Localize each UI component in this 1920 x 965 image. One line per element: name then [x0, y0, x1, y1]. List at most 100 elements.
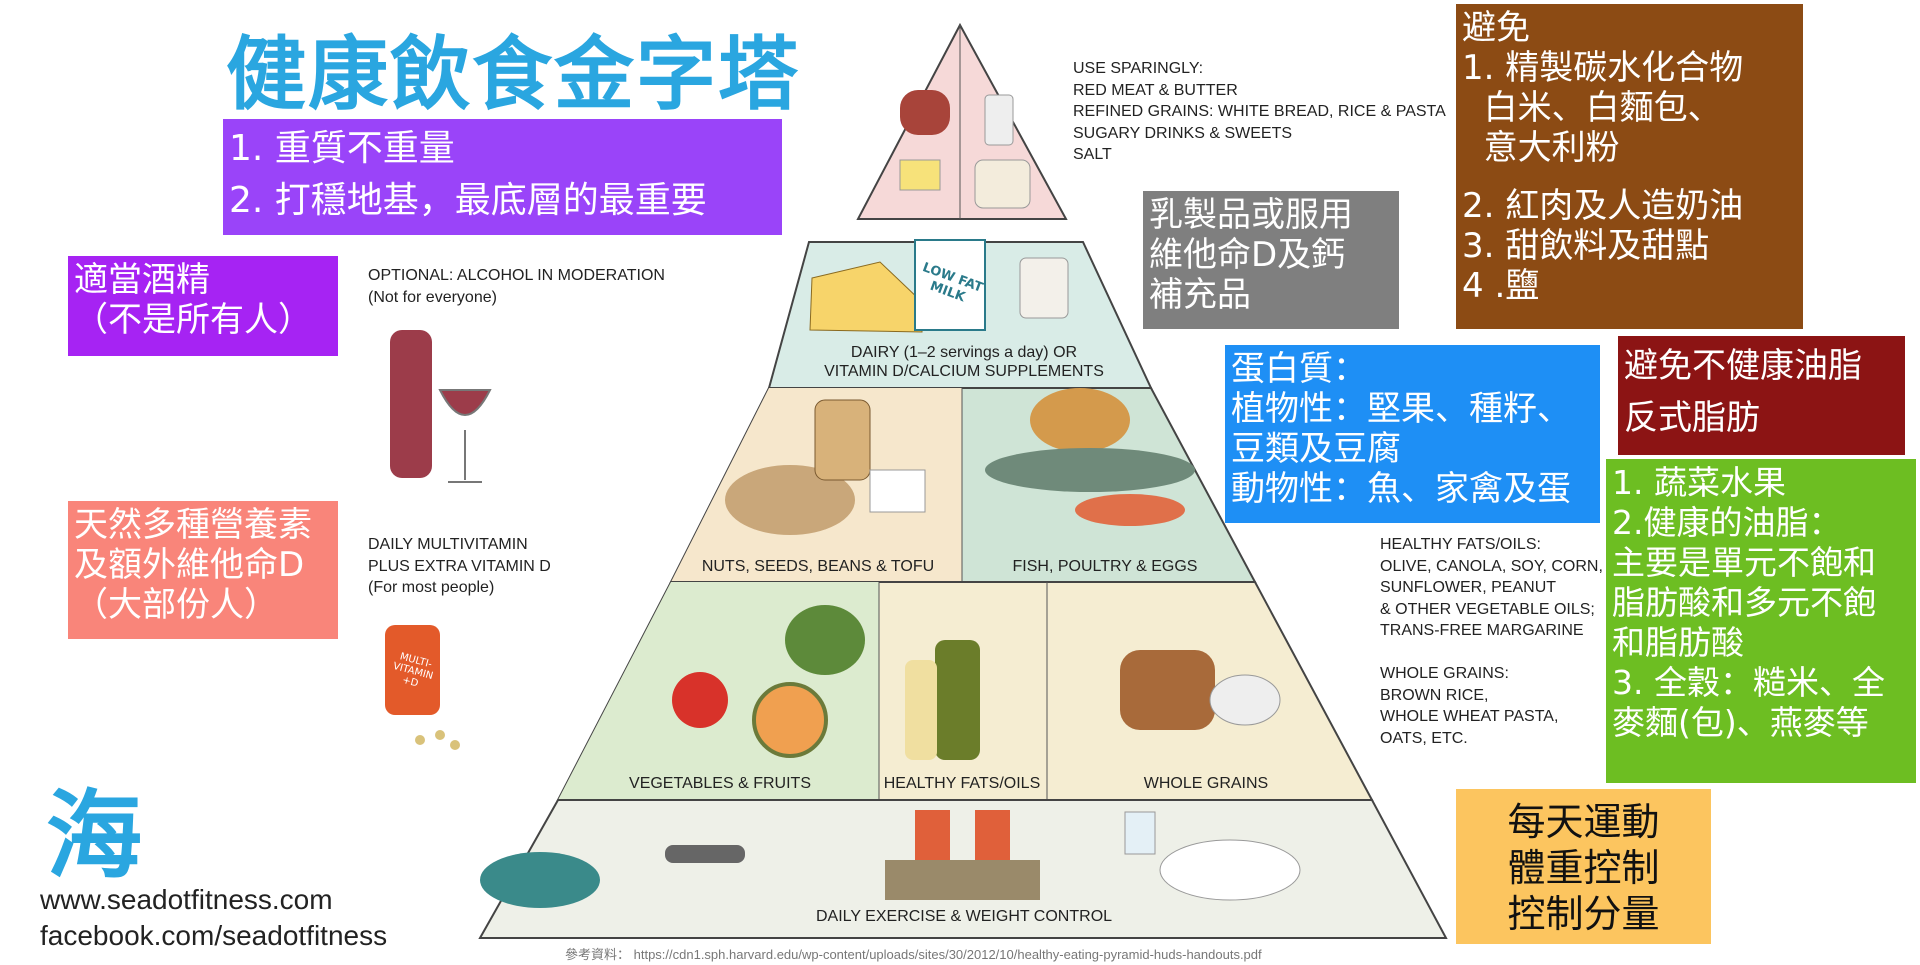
grains-tier-label: WHOLE GRAINS [1143, 775, 1269, 792]
principle-1: 1. 重質不重量 [229, 128, 455, 169]
note-line: SALT [1073, 146, 1112, 163]
website-link[interactable]: www.seadotfitness.com [40, 884, 333, 915]
unhealthy-fat-line: 反式脂肪 [1624, 398, 1760, 438]
butter-illustration [899, 159, 941, 191]
sneakers-illustration [480, 852, 600, 908]
note-line: & OTHER VEGETABLE OILS; [1380, 600, 1595, 618]
note-line: HEALTHY FATS/OILS: [1380, 536, 1541, 553]
avoid-box: 避免 1. 精製碳水化合物 白米、白麵包、 意大利粉 2. 紅肉及人造奶油 3.… [1456, 4, 1803, 329]
note-line: USE SPARINGLY: [1073, 60, 1204, 77]
protein-box-line: 蛋白質： [1231, 349, 1367, 389]
tier-label-line: VITAMIN D/CALCIUM SUPPLEMENTS [824, 363, 1104, 380]
tier-top-sparingly [856, 22, 1068, 220]
avoid-box-line: 避免 [1462, 8, 1530, 48]
chicken-illustration [1030, 388, 1130, 452]
apple-illustration [672, 672, 728, 728]
use-sparingly-note: USE SPARINGLY: RED MEAT & BUTTER REFINED… [1073, 58, 1446, 166]
avoid-box-line: 4 .鹽 [1462, 266, 1540, 306]
dairy-box-line: 維他命D及鈣 [1149, 235, 1346, 275]
veg-tier-label: VEGETABLES & FRUITS [629, 775, 811, 792]
dumbbell-illustration [665, 845, 745, 863]
principle-2: 2. 打穩地基，最底層的最重要 [229, 180, 707, 221]
exercise-tier-label: DAILY EXERCISE & WEIGHT CONTROL [815, 908, 1113, 925]
scale-illustration [885, 860, 1040, 900]
avoid-box-line: 白米、白麵包、 [1462, 88, 1722, 128]
note-line: SUGARY DRINKS & SWEETS [1073, 124, 1293, 142]
whole-grains-note: WHOLE GRAINS: BROWN RICE, WHOLE WHEAT PA… [1380, 663, 1558, 749]
note-line: BROWN RICE, [1380, 686, 1489, 704]
milk-carton-illustration [914, 239, 986, 331]
protein-box: 蛋白質： 植物性：堅果、種籽、 豆類及豆腐 動物性：魚、家禽及蛋 [1225, 345, 1600, 523]
note-line: OPTIONAL: ALCOHOL IN MODERATION [368, 267, 665, 284]
base-foods-box: 1. 蔬菜水果 2.健康的油脂： 主要是單元不飽和 脂肪酸和多元不飽 和脂肪酸 … [1606, 459, 1916, 783]
nuts-illustration [725, 465, 855, 535]
seadot-logo: 海 [46, 780, 142, 892]
vitamin-box: 天然多種營養素 及額外維他命D （大部份人） [68, 501, 338, 639]
healthy-fats-note: HEALTHY FATS/OILS: OLIVE, CANOLA, SOY, C… [1380, 534, 1603, 642]
page-title: 健康飲食金字塔 [226, 28, 800, 121]
red-meat-illustration [900, 90, 950, 135]
note-line: WHOLE GRAINS: [1380, 665, 1509, 682]
nuts-tier-label: NUTS, SEEDS, BEANS & TOFU [701, 558, 935, 575]
base-box-line: 2.健康的油脂： [1612, 503, 1842, 542]
principles-box: 1. 重質不重量 2. 打穩地基，最底層的最重要 [223, 119, 782, 235]
broccoli-illustration [785, 605, 865, 675]
unhealthy-fat-line: 避免不健康油脂 [1624, 346, 1862, 386]
melon-illustration [752, 682, 828, 758]
exercise-box-line: 每天運動 [1507, 800, 1660, 844]
oil-bottle-illustration [935, 640, 980, 760]
reference-source: 參考資料： https://cdn1.sph.harvard.edu/wp-co… [565, 947, 1262, 962]
multivitamin-note: DAILY MULTIVITAMIN PLUS EXTRA VITAMIN D … [368, 534, 551, 599]
vitamin-box-line: （大部份人） [74, 585, 278, 625]
facebook-link[interactable]: facebook.com/seadotfitness [40, 920, 388, 951]
unhealthy-fat-box: 避免不健康油脂 反式脂肪 [1618, 336, 1905, 455]
base-box-line: 主要是單元不飽和 [1612, 543, 1876, 582]
base-box-line: 3. 全穀：糙米、全 [1612, 663, 1885, 702]
note-line: TRANS-FREE MARGARINE [1380, 622, 1584, 639]
protein-box-line: 豆類及豆腐 [1231, 429, 1401, 469]
vitamin-bottle-illustration [385, 625, 440, 715]
protein-box-line: 動物性：魚、家禽及蛋 [1231, 469, 1571, 509]
dairy-box-line: 乳製品或服用 [1149, 195, 1353, 235]
note-line: OATS, ETC. [1380, 729, 1468, 747]
note-line: OLIVE, CANOLA, SOY, CORN, [1380, 557, 1603, 575]
note-line: REFINED GRAINS: WHITE BREAD, RICE & PAST… [1073, 103, 1446, 120]
base-box-line: 1. 蔬菜水果 [1612, 463, 1786, 502]
note-line: WHOLE WHEAT PASTA, [1380, 708, 1559, 725]
note-line: (Not for everyone) [368, 288, 497, 306]
exercise-box-line: 控制分量 [1507, 892, 1660, 936]
avoid-box-line: 3. 甜飲料及甜點 [1462, 226, 1710, 266]
whole-bread-illustration [1120, 650, 1215, 730]
exercise-box-line: 體重控制 [1507, 846, 1660, 890]
vitamin-box-line: 天然多種營養素 [74, 505, 312, 545]
dairy-box: 乳製品或服用 維他命D及鈣 補充品 [1143, 191, 1399, 329]
plate-illustration [1159, 839, 1301, 901]
fats-tier-label: HEALTHY FATS/OILS [883, 775, 1041, 792]
fish-illustration [985, 448, 1195, 492]
tofu-illustration [869, 469, 926, 513]
alcohol-box-line: 適當酒精 [74, 260, 210, 300]
vitamin-box-line: 及額外維他命D [74, 545, 305, 585]
base-box-line: 脂肪酸和多元不飽 [1612, 583, 1876, 622]
tier-label-line: DAIRY (1–2 servings a day) OR [850, 344, 1078, 361]
dairy-tier-label: DAIRY (1–2 servings a day) OR VITAMIN D/… [824, 343, 1104, 381]
protein-box-line: 植物性：堅果、種籽、 [1231, 389, 1571, 429]
avoid-box-line: 2. 紅肉及人造奶油 [1462, 186, 1744, 226]
dairy-box-line: 補充品 [1149, 275, 1251, 315]
note-line: (For most people) [368, 579, 495, 596]
water-glass-illustration [1124, 811, 1156, 855]
note-line: RED MEAT & BUTTER [1073, 81, 1238, 99]
soda-can-illustration [984, 94, 1014, 146]
wine-bottle-illustration [390, 330, 432, 478]
alcohol-note: OPTIONAL: ALCOHOL IN MODERATION (Not for… [368, 265, 665, 308]
wine-glass-illustration [438, 389, 492, 483]
exercise-box: 每天運動 體重控制 控制分量 [1456, 789, 1711, 944]
base-box-line: 和脂肪酸 [1612, 623, 1744, 662]
fish-tier-label: FISH, POULTRY & EGGS [1012, 558, 1198, 575]
alcohol-box-line: （不是所有人） [74, 300, 312, 340]
avoid-box-line: 意大利粉 [1462, 128, 1620, 168]
base-box-line: 麥麵(包)、燕麥等 [1612, 703, 1869, 742]
avoid-box-line: 1. 精製碳水化合物 [1462, 48, 1744, 88]
peanut-jar-illustration [814, 399, 871, 481]
